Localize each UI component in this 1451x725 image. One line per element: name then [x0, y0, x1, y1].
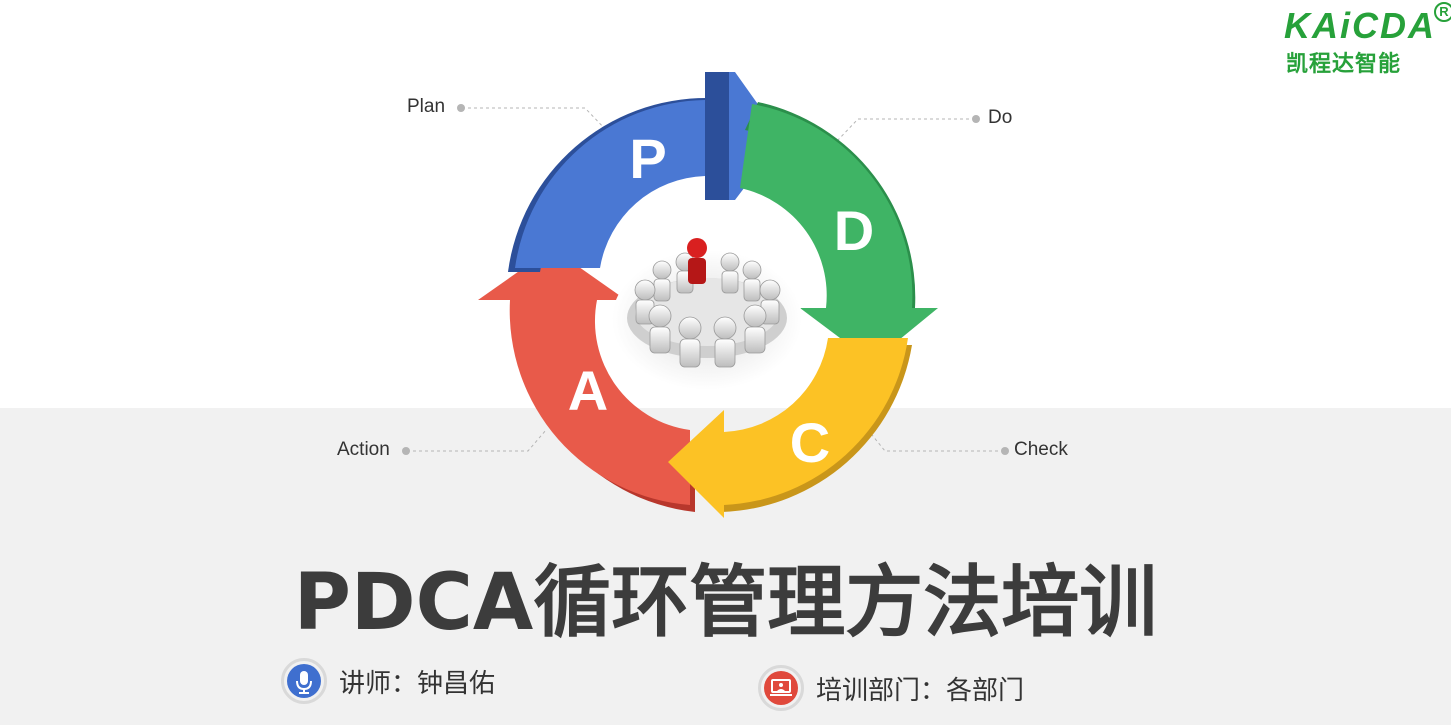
lecturer-text: 讲师：钟昌佑: [339, 668, 496, 699]
leader-dots: [402, 104, 1009, 455]
department-info: 培训部门：各部门: [758, 663, 1024, 713]
action-arrow: [478, 248, 695, 512]
check-arrow: [668, 338, 912, 518]
department-icon-badge: [758, 665, 804, 711]
do-label: Do: [988, 107, 1013, 128]
microphone-icon: [287, 664, 321, 698]
check-label: Check: [1014, 439, 1068, 460]
department-text: 培训部门：各部门: [816, 675, 1025, 706]
leader-lines: [407, 107, 1004, 452]
do-letter: D: [834, 199, 874, 262]
do-arrow: [740, 102, 938, 362]
leader-figure: [687, 238, 707, 284]
action-letter: A: [568, 359, 608, 422]
team-meeting-illustration: [612, 238, 802, 390]
lecturer-icon-badge: [281, 658, 327, 704]
plan-label: Plan: [407, 96, 446, 117]
action-label: Action: [337, 439, 390, 460]
company-logo: KAiCDA R 凯程达智能: [1280, 2, 1451, 82]
check-letter: C: [790, 411, 830, 474]
logo-wordmark: KAiCDA: [1284, 5, 1436, 46]
presentation-icon: [764, 671, 798, 705]
page-title: PDCA循环管理方法培训: [293, 558, 1158, 648]
lecturer-info: 讲师：钟昌佑: [281, 656, 495, 706]
plan-letter: P: [629, 127, 666, 190]
logo-chinese-name: 凯程达智能: [1286, 52, 1402, 77]
registered-mark: R: [1434, 2, 1451, 22]
plan-arrow: [508, 72, 782, 273]
